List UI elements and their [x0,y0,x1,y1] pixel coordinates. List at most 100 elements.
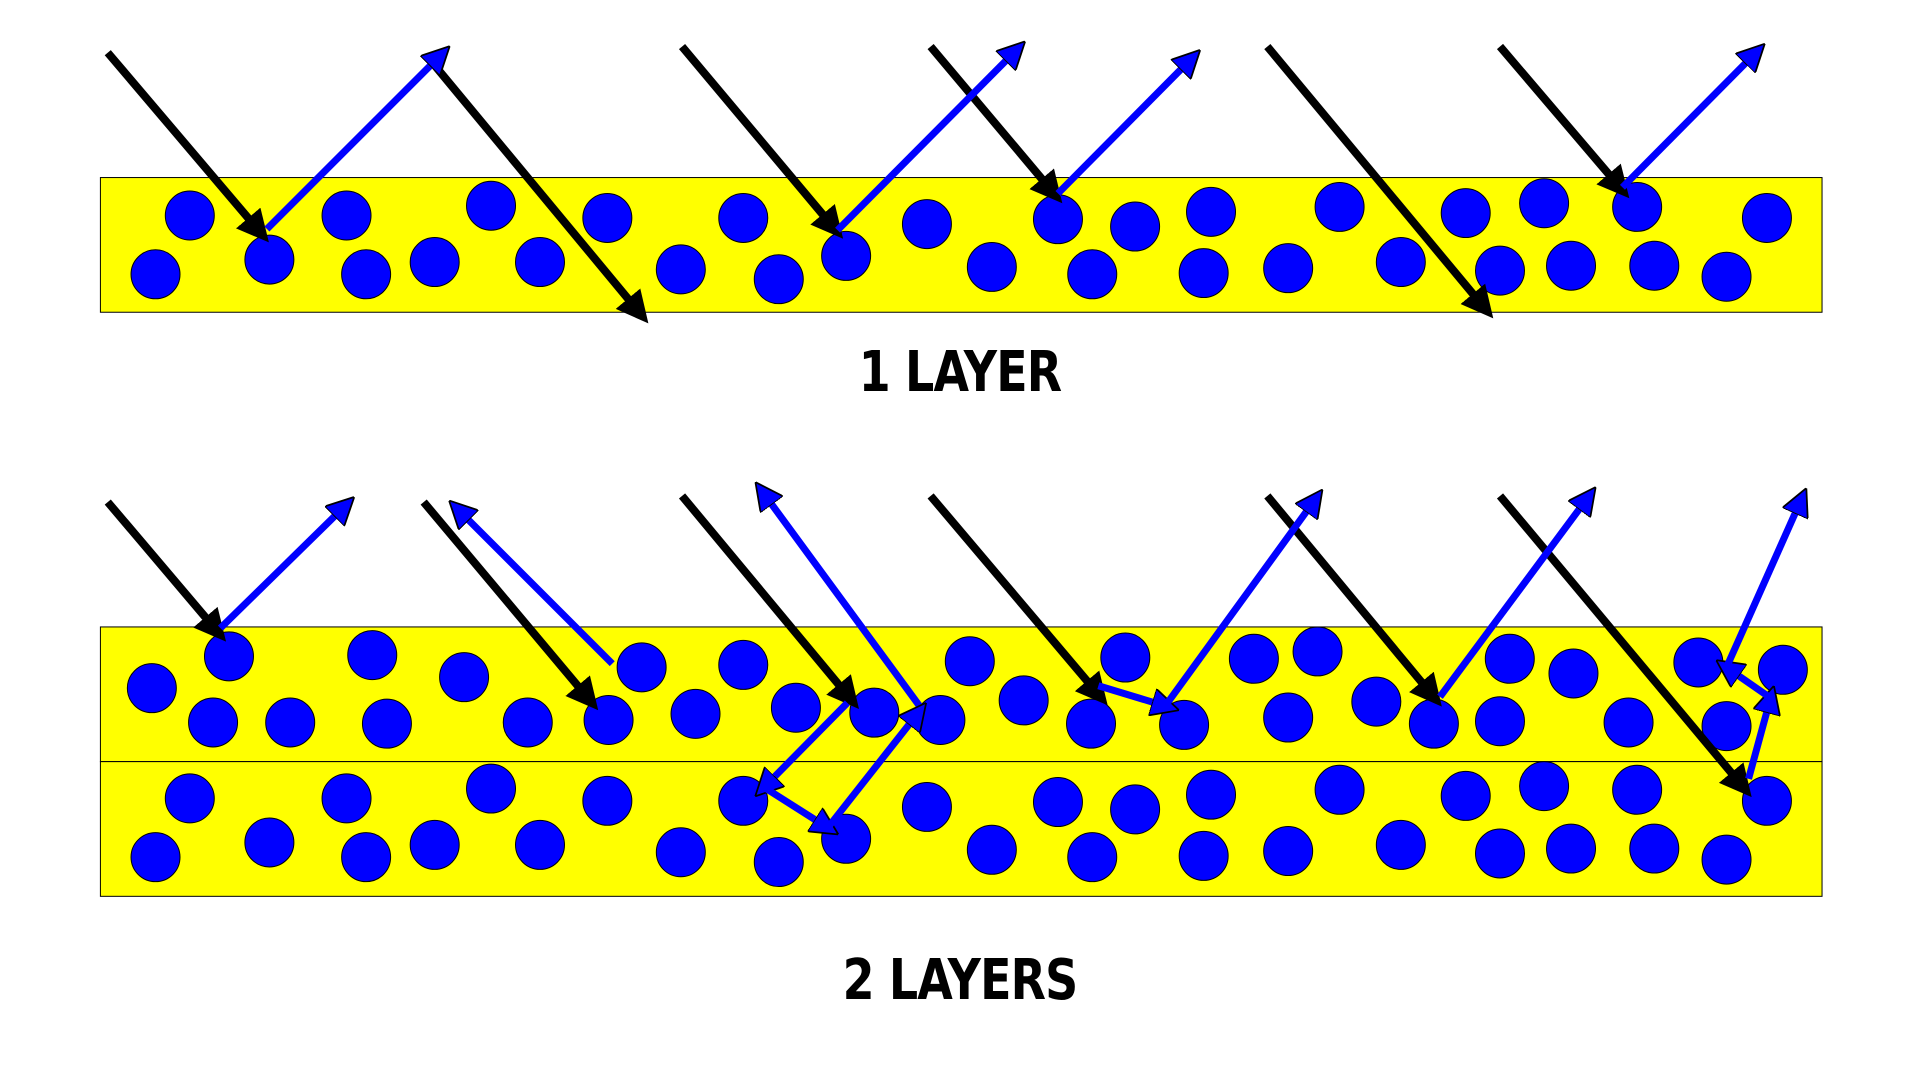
layer-2-upper-particle [126,663,177,714]
layer-2-lower-particle [1475,828,1525,879]
layer-2-lower-particle [1067,832,1118,883]
scattered-light-arrow [825,713,919,830]
layer-1-particle [244,234,295,285]
scattered-light-arrow [1727,667,1773,701]
incident-light-arrow [104,499,227,642]
layer-2-lower-particle [1375,819,1426,870]
scattered-light-arrow [458,509,615,667]
layer-2-upper-particle [1100,632,1151,683]
layer-2-upper-particle [770,682,821,733]
layer-2-upper-particle [1701,701,1752,752]
layer-2-lower-particle [1186,769,1237,820]
layer-2-upper-particle [1228,633,1279,684]
particles [126,178,1808,888]
layer-2-lower-particle [1701,834,1752,885]
layer-1-particle [130,249,181,300]
layer-2-lower-particle [753,837,804,888]
layer-2-lower-particle [582,775,633,826]
layer-2-lower-particle [1314,764,1365,815]
layer-1-particle [1067,249,1118,300]
layer-2-upper-particle [670,688,721,739]
incident-light-arrow [1496,493,1752,798]
layer-2-lower-particle [515,819,565,870]
layer-1-particle [409,237,460,288]
layer-2-upper-particle [502,697,553,748]
layer-2-lower-particle [321,773,372,824]
layer-1-particle [718,192,769,243]
layer-2-upper-particle [1475,696,1525,747]
scattered-light-arrow [264,55,441,232]
layer-2-lower-particle [244,817,295,868]
layer-1-particle [1314,181,1365,232]
incident-light-arrow [678,43,844,239]
layer-2-upper-particle [1757,644,1808,695]
incident-light-arrow [927,43,1063,204]
layer-2-lower-particle [1612,764,1663,815]
layer-1-particle [1186,186,1237,237]
incident-light-arrow [678,493,859,710]
layer-2-upper-particle [849,687,900,738]
scattered-light-arrow [1437,497,1588,699]
layer-2-upper-particle [1351,676,1402,727]
layer-1-particle [753,254,804,305]
layer-2-upper-particle [203,631,254,682]
layer-1-particle [1741,192,1792,243]
layer-2-upper-particle [1603,697,1654,748]
layer-2-lower-particle [130,832,181,883]
layer-2-lower-particle [1178,830,1229,881]
layer-1-particle [466,180,517,231]
layer-2-upper-particle [1673,637,1724,688]
incident-light-arrow [1496,43,1630,199]
scattered-light-arrow [1619,53,1755,190]
layer-2-upper-particle [944,636,995,687]
layer-2-lower-particle [966,824,1017,875]
layer-1-particle [1110,201,1161,252]
layer-1-particle [1375,237,1426,288]
scattered-light-arrow [764,700,850,787]
layer-2-lower-particle [718,775,769,826]
scattered-light-arrow [835,50,1017,233]
scattered-light-arrow [763,492,924,710]
layer-2-upper-particle [439,652,490,703]
scattered-light-arrow [1162,500,1315,708]
layer-2-upper-particle [915,695,966,745]
layer-1-particle [655,244,706,295]
layer-1-particle [341,249,392,300]
layer-2-upper-particle [1263,692,1314,743]
scattered-light-arrow [217,506,345,631]
layer-2-upper-particle [265,697,316,748]
layer-2-lower-particle [1629,823,1680,874]
layer-2-lower-particle [1741,775,1792,826]
layer-2-lower-particle [1110,784,1161,835]
layer-2-lower-particle [409,819,460,870]
incident-light-arrow [927,493,1108,706]
arrows [104,43,1802,830]
layer-2-upper-particle [1292,626,1343,677]
scattered-light-arrow [1723,500,1802,669]
caption-two-layers: 2 LAYERS [842,948,1079,1013]
layer-1-particle [515,237,565,288]
incident-light-arrow [104,50,269,243]
incident-light-arrow [423,52,649,324]
layer-1-particle [1475,245,1525,296]
layer-1-particle [1546,240,1597,291]
layer-2-upper-particle [1548,648,1599,699]
scattered-light-arrow [1055,59,1191,196]
layer-1-particle [1519,178,1570,229]
layer-2-lower-particle [466,763,517,814]
layer-2-lower-particle [341,832,392,883]
layer-2-upper-particle [998,675,1049,726]
incident-light-arrow [420,499,599,711]
scattered-light-arrow [762,784,828,827]
layer-2-lower-particle [901,781,952,832]
caption-one-layer: 1 LAYER [858,340,1062,405]
layer-2-upper-particle [188,697,239,748]
layer-2-upper-particle [1066,698,1117,749]
layer-2-upper-particle [583,695,634,745]
layer-1-particle [901,199,952,250]
layer-1-particle [1612,181,1663,232]
layer-1-particle [821,230,872,281]
layer-1-particle [1178,248,1229,299]
layer-1-particle [582,192,633,243]
